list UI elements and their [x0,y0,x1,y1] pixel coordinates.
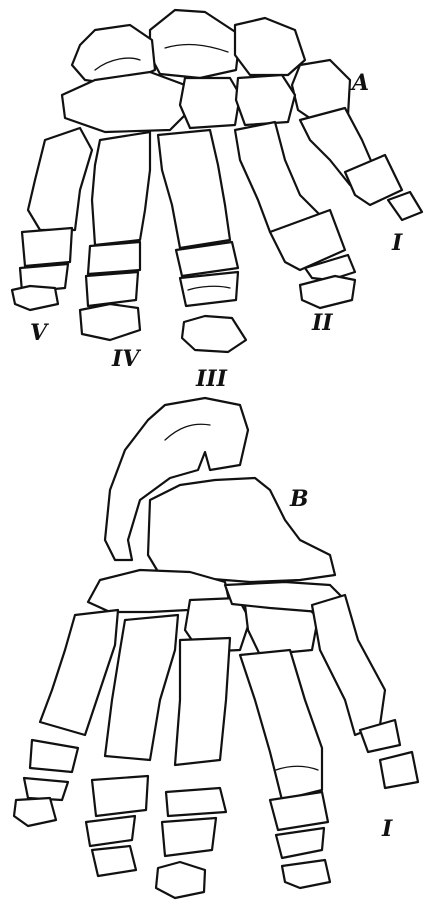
digit-label-iii-upper: III [196,368,227,390]
carpal-bone [235,18,305,75]
phalanx-bone [380,752,418,788]
carpal-bone [150,10,240,78]
upper-hand-skeleton [12,10,422,352]
phalanx-bone [182,316,246,352]
phalanx-bone [270,792,328,830]
metacarpal-bone-iv [92,132,150,245]
phalanx-bone [24,778,68,800]
phalanx-bone [276,828,324,858]
phalanx-bone [282,860,330,888]
metacarpal-bone-iii [175,638,230,765]
phalanx-bone [92,846,136,876]
phalanx-bone [300,276,355,308]
digit-label-i-upper: I [392,232,402,254]
phalanx-bone [180,272,238,306]
phalanx-bone [30,740,78,772]
carpal-bone [236,75,295,125]
metacarpal-bone-iii [158,130,230,248]
phalanx-bone [86,272,138,306]
metacarpal-bone-ii [240,650,322,800]
carpal-bone [62,72,190,132]
phalanx-bone [162,818,216,856]
digit-label-iv-upper: IV [112,348,139,370]
panel-label-a: A [352,72,369,94]
phalanx-bone [166,788,226,816]
digit-label-i-lower: I [382,818,392,840]
phalanx-bone [388,192,422,220]
phalanx-bone [80,304,140,340]
digit-label-v-upper: V [30,322,47,344]
metacarpal-bone-v [28,128,92,230]
phalanx-bone [14,798,56,826]
phalanx-bone [88,242,140,274]
metacarpal-bone-v [40,610,118,735]
phalanx-bone [92,776,148,816]
digit-label-ii-upper: II [312,312,333,334]
phalanx-bone [12,286,58,310]
carpal-bone [180,78,240,128]
lower-hand-skeleton [14,398,418,898]
phalanx-bone [156,862,205,898]
phalanx-bone [86,816,135,846]
panel-label-b: B [290,488,309,510]
metacarpal-bone-i [312,595,385,735]
phalanx-bone [22,228,72,266]
